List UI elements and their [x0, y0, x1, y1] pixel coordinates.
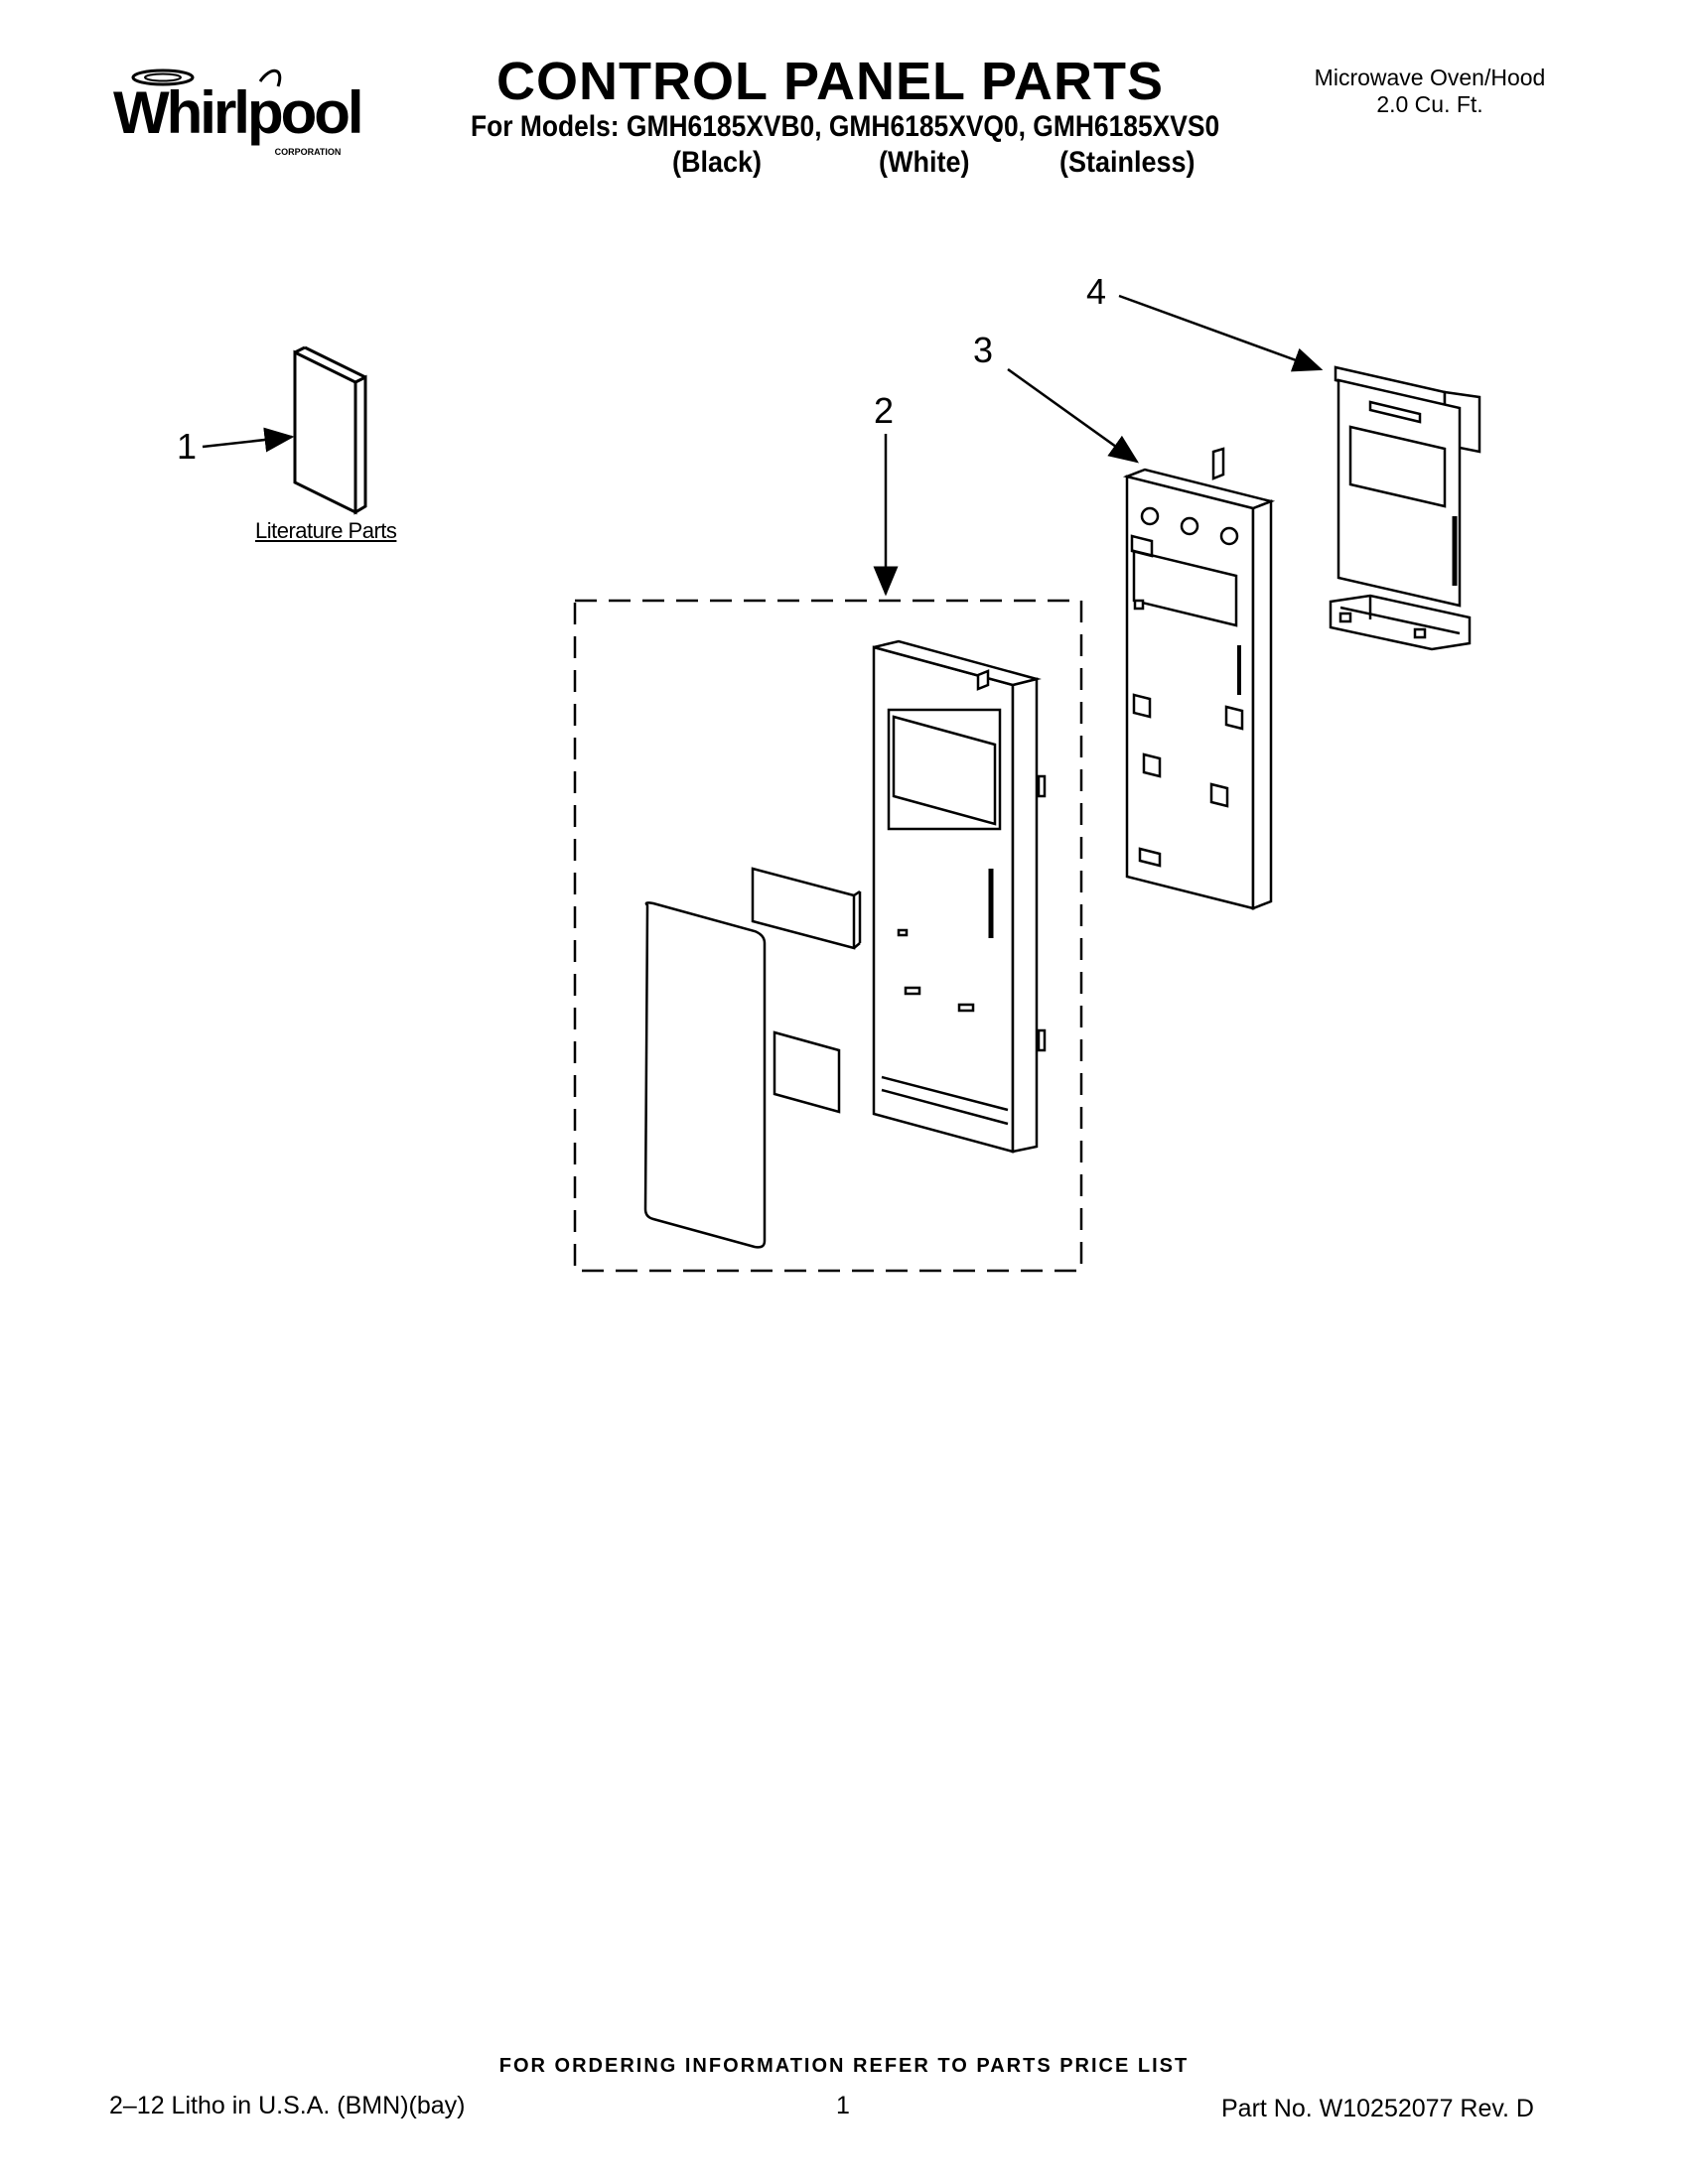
- callout-1: 1: [177, 426, 198, 467]
- part-number: Part No. W10252077 Rev. D: [1221, 2095, 1534, 2122]
- part-membrane-switch: [643, 901, 841, 1249]
- callout-3-arrow: [1007, 367, 1140, 464]
- page-number: 1: [836, 2092, 850, 2119]
- litho-info: 2–12 Litho in U.S.A. (BMN)(bay): [109, 2092, 466, 2119]
- part-electronic-control-board: [1329, 365, 1481, 651]
- color-stainless: (Stainless): [1059, 146, 1196, 179]
- part-2-assembly-box: [573, 599, 1083, 1273]
- color-black: (Black): [672, 146, 763, 179]
- product-type: Microwave Oven/Hood: [1314, 65, 1546, 90]
- models-line: For Models: GMH6185XVB0, GMH6185XVQ0, GM…: [471, 110, 1220, 143]
- ordering-note: FOR ORDERING INFORMATION REFER TO PARTS …: [498, 2055, 1190, 2077]
- literature-parts-label: Literature Parts: [255, 518, 397, 543]
- callout-2: 2: [874, 390, 895, 431]
- part-display-window: [751, 867, 862, 950]
- callout-4: 4: [1086, 271, 1107, 312]
- callout-3: 3: [973, 330, 994, 370]
- page-title: CONTROL PANEL PARTS: [495, 52, 1165, 111]
- color-white: (White): [879, 146, 970, 179]
- product-capacity: 2.0 Cu. Ft.: [1376, 91, 1483, 117]
- part-control-panel-mounting-plate: [1122, 447, 1276, 910]
- callout-4-arrow: [1118, 294, 1324, 372]
- exploded-parts-diagram: [202, 294, 1481, 1273]
- callout-1-arrow: [202, 427, 295, 453]
- whirlpool-logo: Whirlpool CORPORATION: [111, 62, 369, 161]
- logo-wordmark: Whirlpool: [113, 79, 361, 146]
- logo-corporation: CORPORATION: [275, 147, 342, 157]
- part-control-panel-frame: [872, 639, 1047, 1154]
- whirlpool-swirl-icon: Whirlpool CORPORATION: [113, 68, 364, 157]
- part-literature-booklet: [293, 345, 367, 515]
